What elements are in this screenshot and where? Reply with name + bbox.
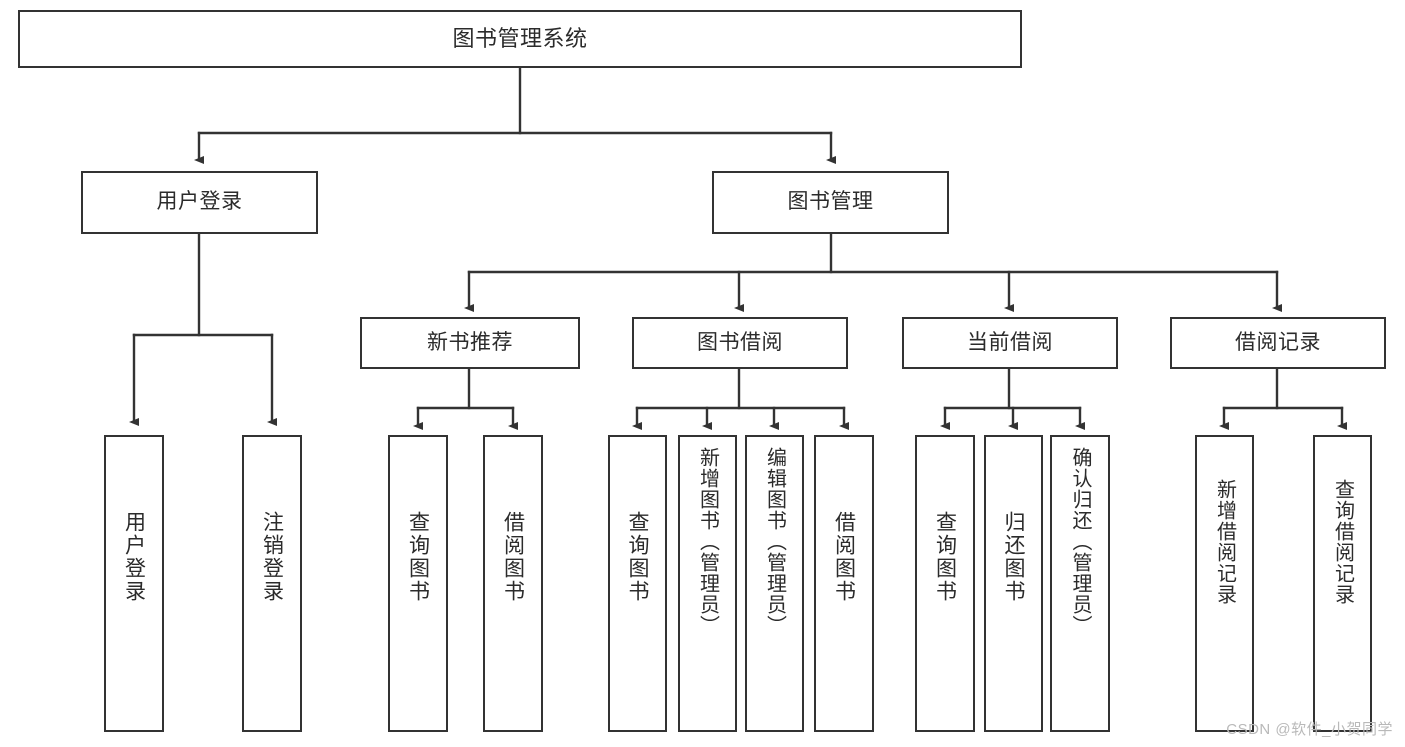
node-label: 归还图书 [1002, 511, 1025, 603]
node-label: 新增借阅记录 [1213, 479, 1236, 605]
leaf-query-borrow-record[interactable]: 查询借阅记录 [1313, 435, 1372, 732]
node-root-book-management-system[interactable]: 图书管理系统 [18, 10, 1022, 68]
node-book-borrow[interactable]: 图书借阅 [632, 317, 848, 369]
node-label: 新增图书（管理员） [696, 447, 719, 636]
leaf-edit-book-admin[interactable]: 编辑图书（管理员） [745, 435, 804, 732]
node-label: 编辑图书（管理员） [763, 447, 786, 636]
node-label: 查询借阅记录 [1331, 479, 1354, 605]
node-label: 查询图书 [406, 511, 430, 603]
node-label: 当前借阅 [967, 330, 1053, 354]
node-label: 用户登录 [156, 190, 243, 214]
leaf-query-book-current[interactable]: 查询图书 [915, 435, 975, 732]
node-label: 借阅图书 [501, 511, 525, 603]
leaf-logout[interactable]: 注销登录 [242, 435, 302, 732]
leaf-borrow-book[interactable]: 借阅图书 [814, 435, 874, 732]
leaf-query-book-recommendation[interactable]: 查询图书 [388, 435, 448, 732]
leaf-add-borrow-record[interactable]: 新增借阅记录 [1195, 435, 1254, 732]
node-label: 用户登录 [122, 511, 146, 603]
watermark-text: CSDN @软件_小贺同学 [1226, 721, 1393, 738]
node-user-login[interactable]: 用户登录 [81, 171, 318, 234]
leaf-add-book-admin[interactable]: 新增图书（管理员） [678, 435, 737, 732]
node-new-book-recommendation[interactable]: 新书推荐 [360, 317, 580, 369]
node-label: 查询图书 [933, 511, 957, 603]
leaf-query-book-borrow[interactable]: 查询图书 [608, 435, 667, 732]
node-label: 图书管理 [787, 190, 874, 214]
node-label: 查询图书 [626, 511, 649, 603]
node-label: 图书借阅 [697, 330, 783, 354]
node-label: 借阅图书 [832, 511, 856, 603]
node-label: 确认归还（管理员） [1069, 447, 1091, 636]
node-borrow-record[interactable]: 借阅记录 [1170, 317, 1386, 369]
node-label: 新书推荐 [427, 330, 513, 354]
leaf-return-book[interactable]: 归还图书 [984, 435, 1043, 732]
leaf-user-login[interactable]: 用户登录 [104, 435, 164, 732]
node-current-borrow[interactable]: 当前借阅 [902, 317, 1118, 369]
node-label: 注销登录 [260, 511, 284, 603]
node-label: 借阅记录 [1235, 330, 1321, 354]
leaf-confirm-return-admin[interactable]: 确认归还（管理员） [1050, 435, 1110, 732]
node-label: 图书管理系统 [452, 26, 588, 52]
leaf-borrow-book-recommendation[interactable]: 借阅图书 [483, 435, 543, 732]
node-book-management[interactable]: 图书管理 [712, 171, 949, 234]
